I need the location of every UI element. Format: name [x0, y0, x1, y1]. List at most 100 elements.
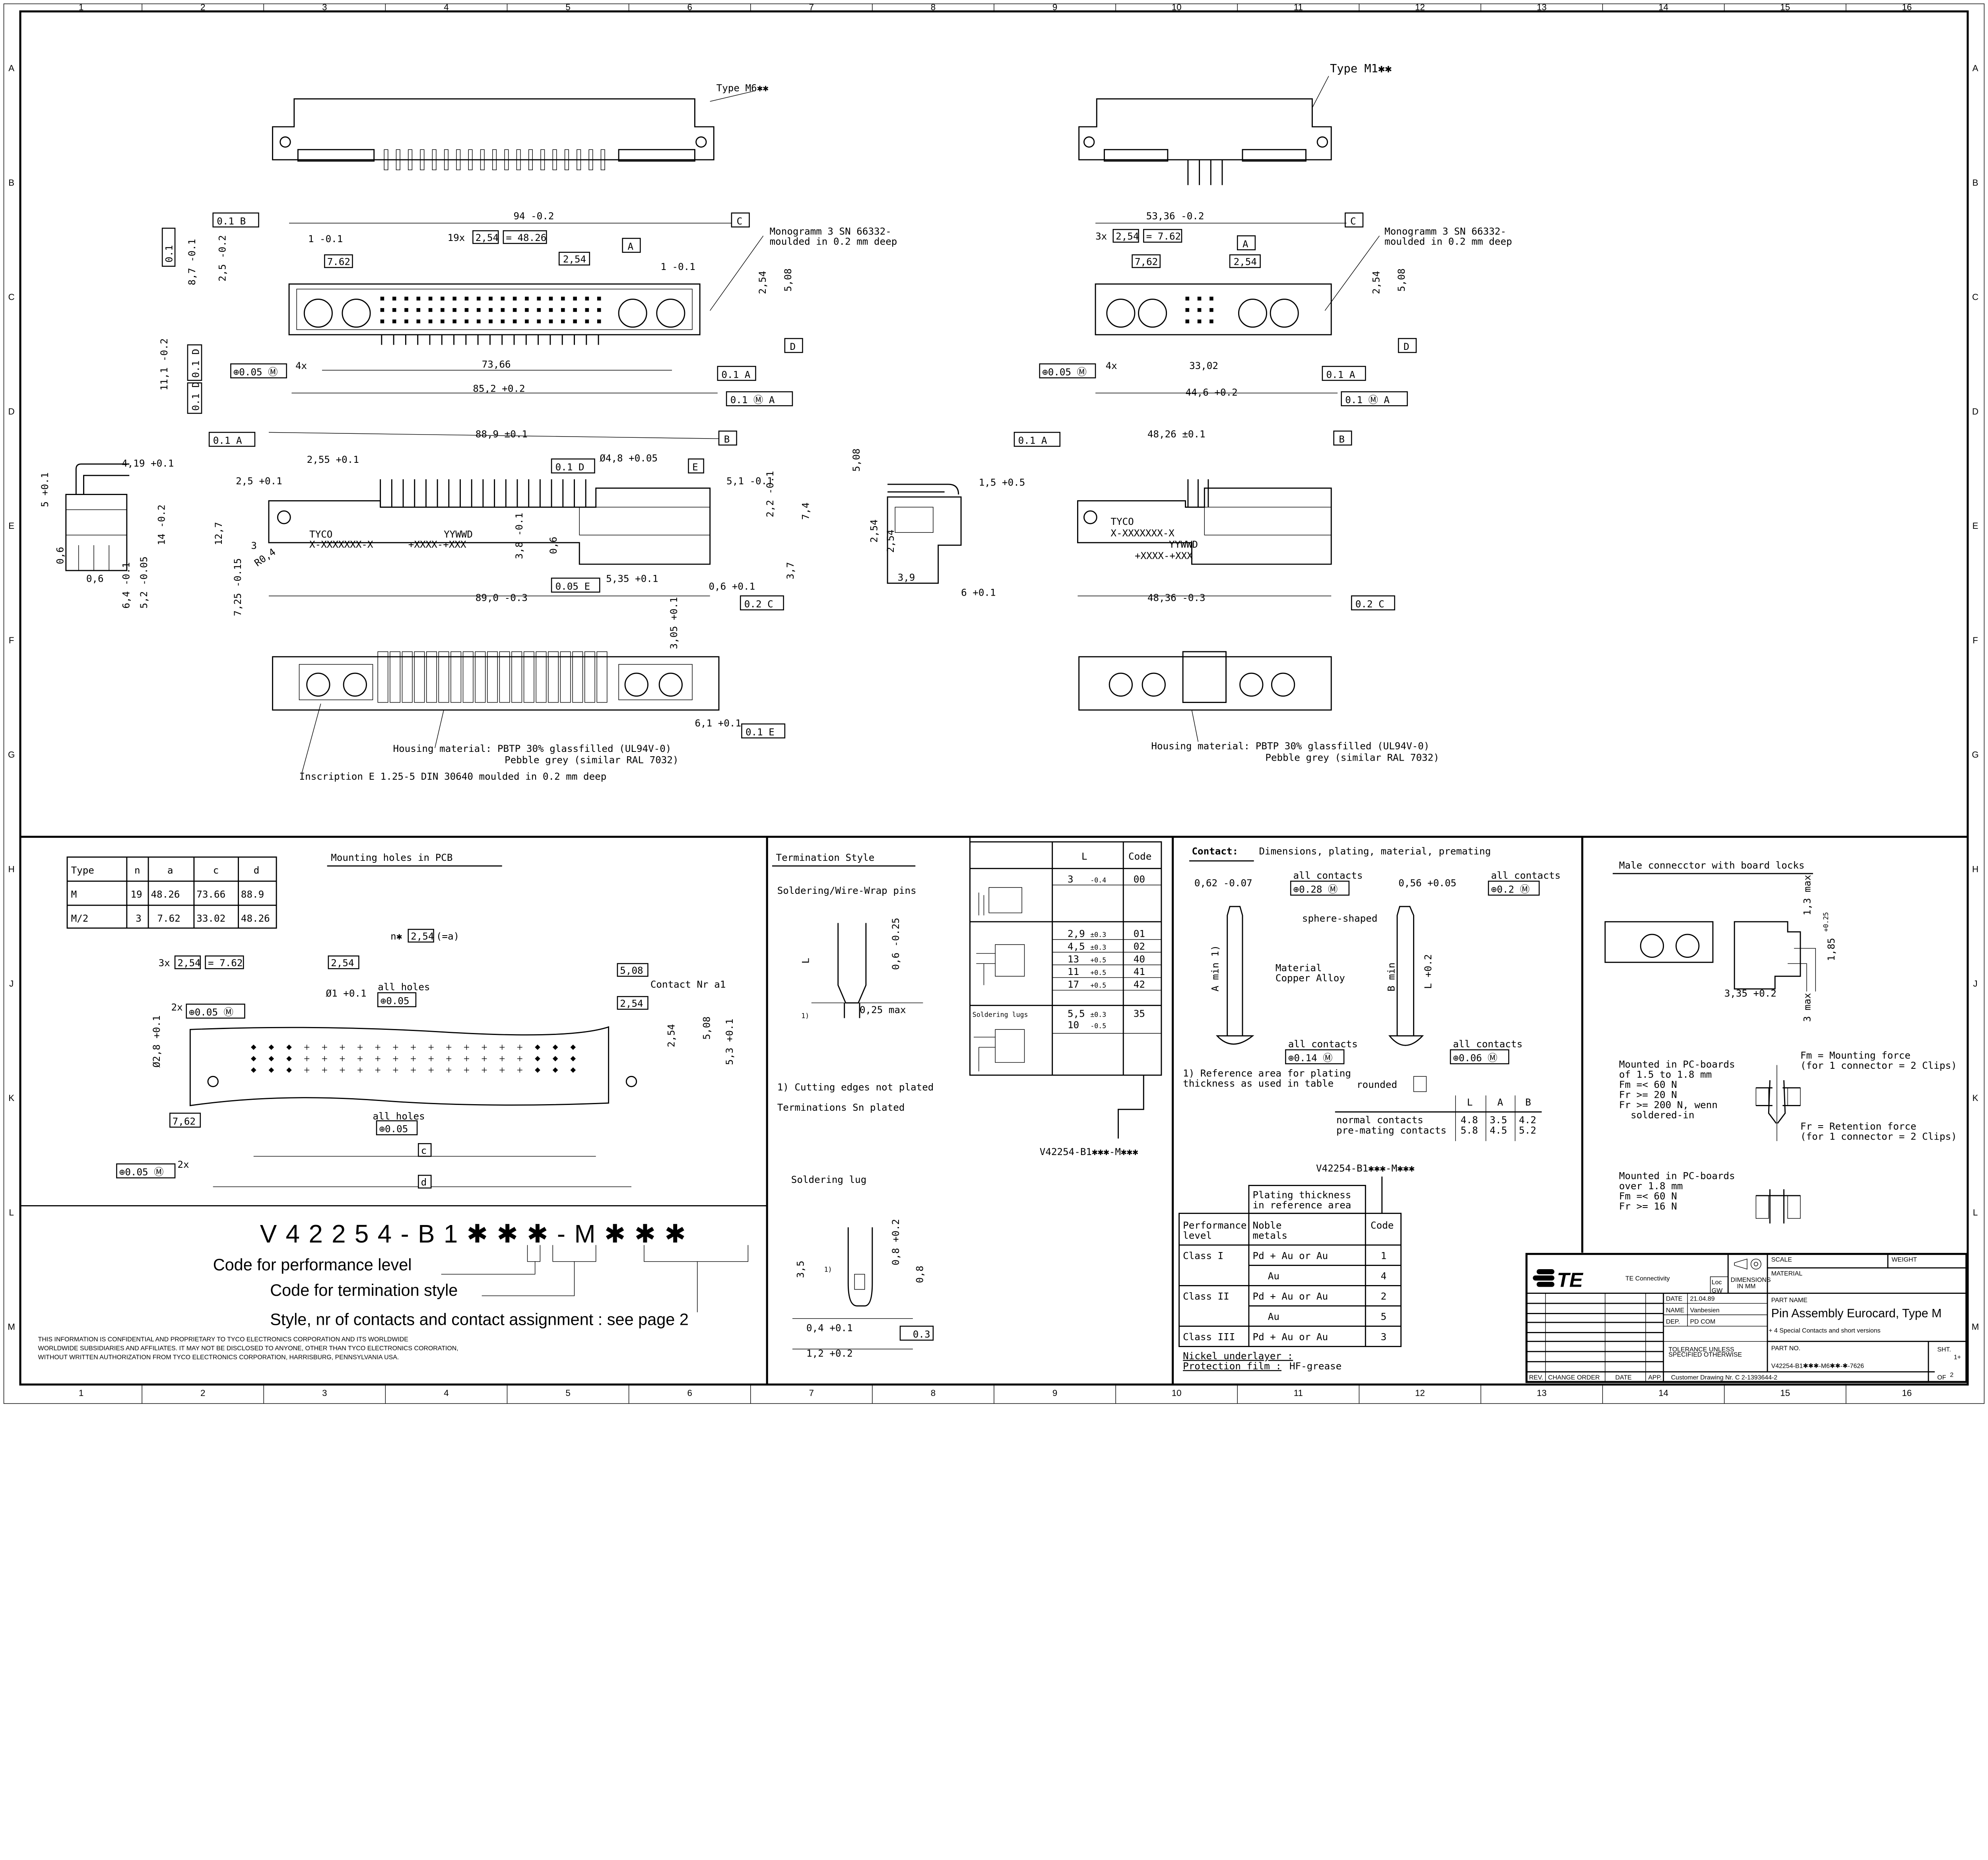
contact-cavity — [428, 308, 433, 312]
drawing-label: 5,5 — [1068, 1008, 1085, 1019]
drawing-label: 0.1 A — [1018, 435, 1047, 446]
drawing-label: 89,0 -0.3 — [476, 592, 528, 603]
pin — [528, 149, 533, 171]
grid-column-label: 14 — [1658, 2, 1668, 12]
pin — [426, 651, 437, 703]
drawing-label: D — [790, 341, 796, 352]
drawing-label: 3.5 — [1490, 1114, 1507, 1126]
grid-column-label: 3 — [322, 1388, 327, 1398]
engineering-drawing: 1122334455667788991010111112121313141415… — [3, 2, 1985, 1404]
drawing-label: YYWWD — [444, 529, 473, 540]
drawing-label: Male connecctor with board locks — [1619, 860, 1805, 871]
drawing-label: all holes — [378, 981, 430, 992]
pin — [596, 651, 608, 703]
drawing-label: L — [1467, 1097, 1473, 1108]
pin — [450, 651, 462, 703]
pin — [504, 149, 509, 171]
grid-row-label: B — [1972, 178, 1978, 188]
drawing-label: = 7.62 — [1146, 231, 1181, 242]
drawing-label: 7,25 -0.15 — [232, 558, 243, 616]
drawing-label: HF-grease — [1289, 1361, 1342, 1372]
pcb-hole — [268, 1056, 274, 1062]
pcb-hole — [552, 1067, 558, 1073]
drawing-label: Style, nr of contacts and contact assign… — [270, 1310, 689, 1328]
pin — [588, 149, 593, 171]
grid-row-label: G — [1972, 750, 1978, 760]
drawing-label: 4x — [1106, 360, 1117, 371]
pcb-hole — [570, 1056, 576, 1062]
drawing-label: B — [1339, 434, 1345, 445]
drawing-label: 5.2 — [1519, 1125, 1536, 1136]
drawing-label: 3,8 -0.1 — [514, 513, 525, 559]
drawing-label: 0.2 C — [744, 598, 773, 610]
drawing-label: Pebble grey (similar RAL 7032) — [505, 755, 678, 766]
pin — [499, 651, 510, 703]
contact-cavity — [489, 308, 493, 312]
drawing-label: 2,54 — [331, 957, 354, 969]
contact-cavity — [513, 297, 517, 301]
pin — [456, 149, 461, 171]
drawing-label: 2,54 — [666, 1024, 677, 1047]
grid-column-label: 12 — [1415, 2, 1425, 12]
drawing-label: Nickel underlayer : — [1183, 1350, 1293, 1361]
drawing-label: X-XXXXXXX-X — [309, 539, 373, 550]
contact-cavity — [380, 308, 384, 312]
contact-cavity — [416, 308, 421, 312]
contact-cavity — [428, 297, 433, 301]
drawing-label: SPECIFIED OTHERWISE — [1668, 1351, 1742, 1358]
drawing-label: MATERIAL — [1771, 1270, 1803, 1277]
drawing-label: Fr >= 16 N — [1619, 1201, 1677, 1212]
drawing-label: B — [724, 434, 730, 445]
drawing-label: 01 — [1134, 928, 1145, 939]
contact-cavity — [1209, 319, 1213, 324]
drawing-label: CHANGE ORDER — [1548, 1374, 1600, 1381]
drawing-label: A — [1242, 239, 1248, 250]
drawing-label: 11 — [1068, 966, 1079, 977]
grid-column-label: 1 — [79, 2, 83, 12]
m6-front-dimensions: 94 -0.2 19x 2,54 = 48.26 1 -0.1 7.62 2,5… — [159, 211, 897, 414]
drawing-label: 73,66 — [482, 359, 511, 370]
m1-bottom-view: Housing material: PBTP 30% glassfilled (… — [1078, 651, 1439, 763]
termination-title: Termination Style — [776, 852, 875, 863]
drawing-label: ⊕0.14 Ⓜ — [1288, 1052, 1333, 1064]
drawing-label: Pebble grey (similar RAL 7032) — [1265, 752, 1439, 763]
drawing-label: TYCO — [1110, 516, 1134, 527]
drawing-label: SCALE — [1771, 1256, 1792, 1263]
contact-cavity — [585, 308, 589, 312]
drawing-label: moulded in 0.2 mm deep — [770, 236, 897, 247]
drawing-label: (for 1 connector = 2 Clips) — [1800, 1060, 1957, 1071]
grid-row-label: L — [9, 1208, 14, 1217]
drawing-label: Ø2,8 +0.1 — [151, 1015, 162, 1068]
pcb-hole — [552, 1056, 558, 1062]
grid-column-label: 12 — [1415, 1388, 1425, 1398]
drawing-label: 1,5 +0.5 — [979, 477, 1025, 488]
grid-column-label: 4 — [444, 2, 448, 12]
grid-row-label: F — [1972, 635, 1978, 645]
grid-column-label: 10 — [1172, 2, 1182, 12]
drawing-label: Loc — [1712, 1279, 1722, 1286]
pin — [487, 651, 498, 703]
drawing-label: A — [627, 241, 633, 252]
drawing-label: 2,5 -0.2 — [217, 235, 228, 282]
drawing-label: 6 +0.1 — [961, 587, 996, 598]
drawing-label: 0.1 Ⓜ A — [730, 394, 775, 406]
contact-cavity — [380, 319, 384, 324]
drawing-label: 1,3 max — [1802, 875, 1813, 915]
drawing-label: (for 1 connector = 2 Clips) — [1800, 1131, 1957, 1142]
drawing-label: SHT. — [1937, 1346, 1951, 1353]
contact-cavity — [452, 319, 456, 324]
grid-row-label: H — [1972, 864, 1978, 874]
drawing-label: 3x — [159, 957, 170, 969]
m6-bottom-view: 3,05 +0.1 6,1 +0.1 0.1 E Housing materia… — [272, 597, 786, 782]
drawing-label: 2,2 -0.1 — [765, 471, 776, 517]
drawing-label: ±0.3 — [1090, 1011, 1106, 1018]
drawing-label: 3 max — [1802, 993, 1813, 1022]
contact-cavity — [441, 297, 445, 301]
drawing-label: +XXXX-+XXX — [1135, 550, 1193, 561]
pin — [552, 149, 557, 171]
drawing-label: ⊕0.05 Ⓜ — [233, 367, 278, 378]
pin — [432, 149, 437, 171]
contact-cavity — [573, 308, 577, 312]
drawing-label: c — [421, 1145, 427, 1156]
contact-cavity — [525, 308, 529, 312]
